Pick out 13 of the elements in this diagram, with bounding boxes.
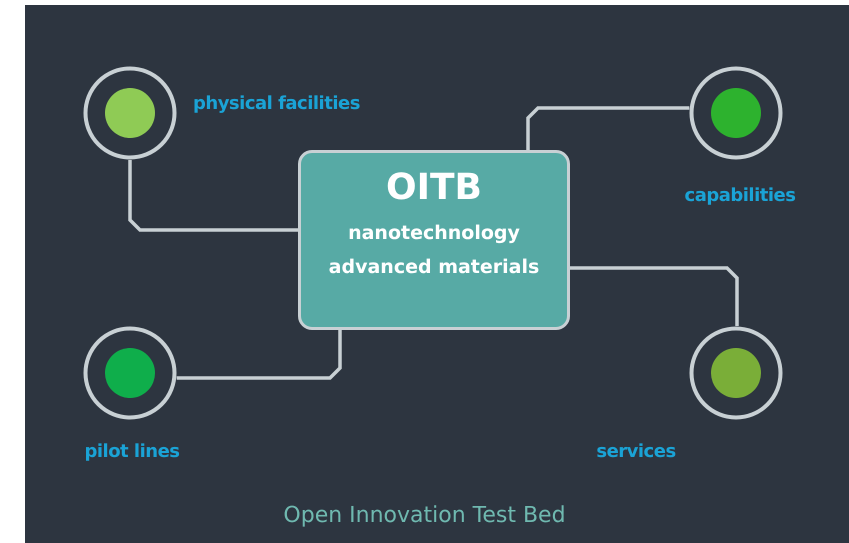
box-text: advanced materials xyxy=(328,256,540,278)
connector-line xyxy=(526,106,690,150)
node-label: physical facilities xyxy=(193,93,360,114)
box-text: nanotechnology xyxy=(348,222,520,244)
caption: Open Innovation Test Bed xyxy=(282,503,567,528)
node-label: capabilities xyxy=(684,185,796,206)
node-label: services xyxy=(596,441,676,462)
node-label: pilot lines xyxy=(84,441,180,462)
connector-line xyxy=(570,266,739,326)
connector-line xyxy=(176,330,342,380)
center-box xyxy=(298,150,570,330)
connector-line xyxy=(128,160,298,232)
box-title: OITB xyxy=(386,167,482,208)
